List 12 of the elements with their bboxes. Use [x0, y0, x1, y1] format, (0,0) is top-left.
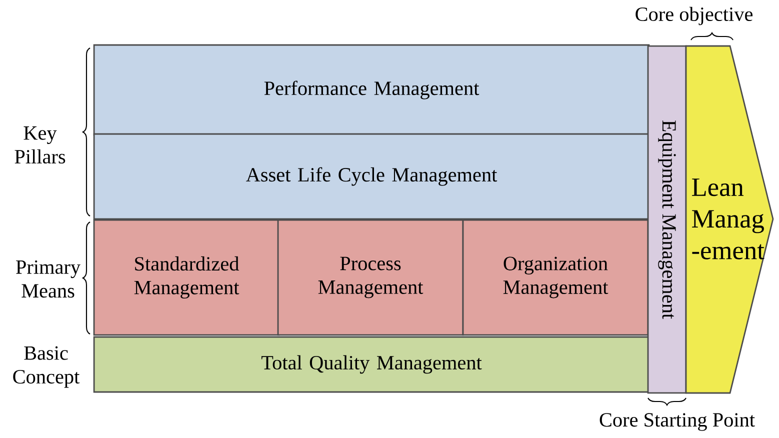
- process-box: Organization Management: [462, 219, 649, 336]
- label-text: Primary Means: [16, 260, 80, 298]
- label-text: Core Starting Point: [600, 413, 755, 431]
- process-box: Standardized Management: [93, 219, 280, 336]
- process-box: Total Quality Management: [93, 336, 650, 393]
- process-box: Asset Life Cycle Management: [93, 133, 650, 220]
- vertical-box: Equipment Management: [647, 45, 687, 394]
- process-box: Process Management: [277, 219, 464, 336]
- label-text: Basic Concept: [13, 346, 80, 388]
- label-text: Key Pillars: [14, 126, 66, 164]
- label-text: Core objective: [636, 6, 752, 26]
- process-box: Performance Management: [93, 44, 650, 136]
